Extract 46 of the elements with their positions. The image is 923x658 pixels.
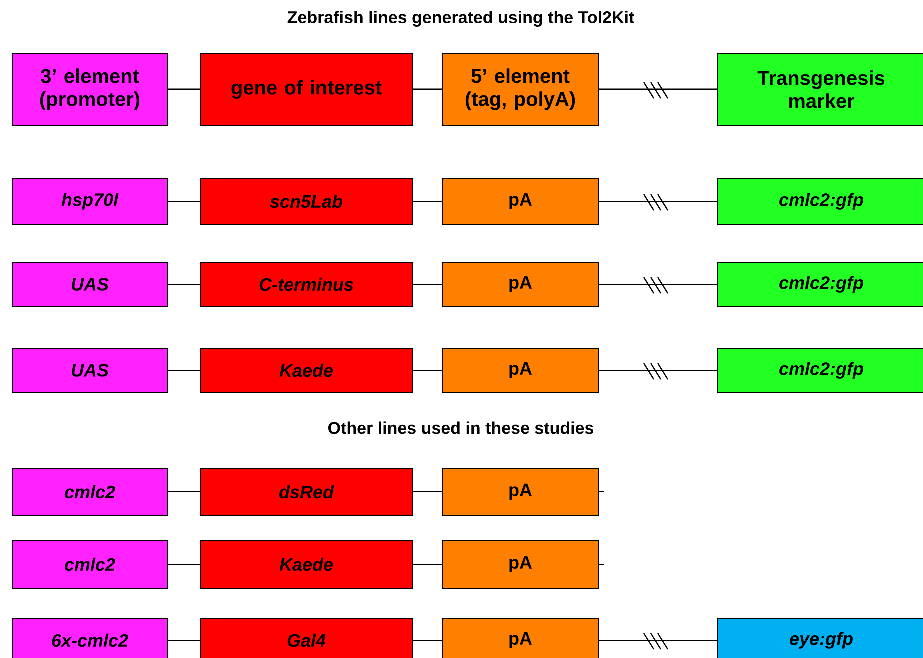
connector-line: [168, 640, 200, 641]
connector-line: [598, 564, 604, 565]
connector-line: [412, 284, 442, 285]
connector-line: [598, 284, 718, 285]
marker-box: cmlc2:gfp: [717, 262, 923, 307]
marker-box: cmlc2:gfp: [717, 348, 923, 393]
marker-box: eye:gfp: [717, 618, 923, 658]
connector-line: [168, 88, 200, 90]
gene-element-box: pA: [442, 178, 599, 225]
connector-line: [168, 564, 200, 565]
connector-line: [598, 370, 718, 371]
marker-box: Transgenesis marker: [717, 53, 923, 126]
gene-element-box: 3’ element (promoter): [12, 53, 168, 126]
gene-element-box: Gal4: [200, 618, 413, 658]
gene-element-box: scn5Lab: [200, 178, 413, 225]
connector-line: [412, 370, 442, 371]
gene-element-box: pA: [442, 262, 599, 307]
gene-element-box: pA: [442, 468, 599, 516]
gene-element-box: gene of interest: [200, 53, 413, 126]
gene-element-box: Kaede: [200, 348, 413, 393]
connector-line: [168, 284, 200, 285]
gene-element-box: cmlc2: [12, 468, 168, 516]
gene-element-box: hsp70l: [12, 178, 168, 225]
connector-line: [598, 201, 718, 202]
gene-element-box: pA: [442, 348, 599, 393]
gene-element-box: dsRed: [200, 468, 413, 516]
connector-line: [412, 640, 442, 641]
gene-element-box: UAS: [12, 348, 168, 393]
connector-line: [412, 201, 442, 202]
title: Zebrafish lines generated using the Tol2Kit: [288, 11, 634, 27]
gene-element-box: 6x-cmlc2: [12, 618, 168, 658]
connector-line: [599, 88, 717, 90]
connector-line: [168, 201, 200, 202]
marker-box: cmlc2:gfp: [717, 178, 923, 225]
connector-line: [413, 88, 442, 90]
connector-line: [412, 564, 442, 565]
gene-element-box: pA: [442, 618, 599, 658]
gene-element-box: pA: [442, 540, 599, 589]
connector-line: [168, 370, 200, 371]
section-heading: Other lines used in these studies: [328, 422, 594, 434]
gene-element-box: Kaede: [200, 540, 413, 589]
gene-element-box: 5’ element (tag, polyA): [442, 53, 599, 126]
connector-line: [598, 640, 718, 641]
gene-element-box: C-terminus: [200, 262, 413, 307]
gene-element-box: cmlc2: [12, 540, 168, 589]
gene-element-box: UAS: [12, 262, 168, 307]
